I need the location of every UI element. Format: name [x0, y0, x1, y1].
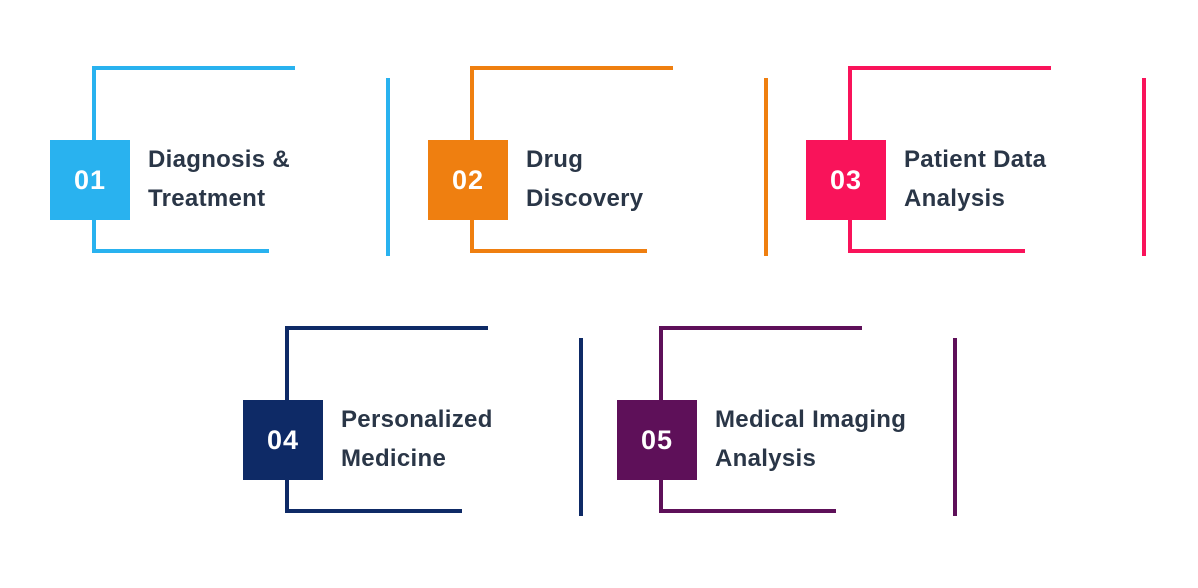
step-number-badge: 01 [50, 140, 130, 220]
bracket-right-bar [764, 78, 768, 256]
bracket-right-bar [953, 338, 957, 516]
step-patient-data-analysis: 03 Patient Data Analysis [806, 66, 1154, 266]
step-label-line: Diagnosis & [148, 146, 290, 174]
step-diagnosis-treatment: 01 Diagnosis & Treatment [50, 66, 398, 266]
bracket-right-bar [579, 338, 583, 516]
step-label: Patient Data Analysis [904, 136, 1046, 224]
step-number: 05 [640, 424, 674, 455]
step-label-line: Treatment [148, 185, 266, 212]
step-label-line: Analysis [715, 445, 817, 472]
step-label: Drug Discovery [526, 136, 643, 224]
step-number: 04 [266, 424, 300, 455]
bracket-right-bar [1142, 78, 1146, 256]
step-drug-discovery: 02 Drug Discovery [428, 66, 776, 266]
step-label: Personalized Medicine [341, 396, 493, 484]
step-personalized-medicine: 04 Personalized Medicine [243, 326, 591, 526]
step-number-badge: 05 [617, 400, 697, 480]
step-number: 01 [73, 164, 107, 195]
step-number-badge: 04 [243, 400, 323, 480]
step-label-line: Patient Data [904, 146, 1047, 174]
step-number: 02 [451, 164, 485, 195]
step-label: Diagnosis & Treatment [148, 136, 290, 224]
step-number: 03 [829, 164, 863, 195]
step-number-badge: 02 [428, 140, 508, 220]
step-label-line: Medical Imaging [715, 406, 907, 434]
step-label-line: Discovery [526, 185, 644, 212]
step-label-line: Drug [526, 146, 584, 174]
step-label-line: Analysis [904, 185, 1006, 212]
step-number-badge: 03 [806, 140, 886, 220]
step-label-line: Personalized [341, 406, 493, 434]
step-medical-imaging-analysis: 05 Medical Imaging Analysis [617, 326, 965, 526]
step-label-line: Medicine [341, 445, 447, 472]
step-label: Medical Imaging Analysis [715, 396, 906, 484]
bracket-right-bar [386, 78, 390, 256]
